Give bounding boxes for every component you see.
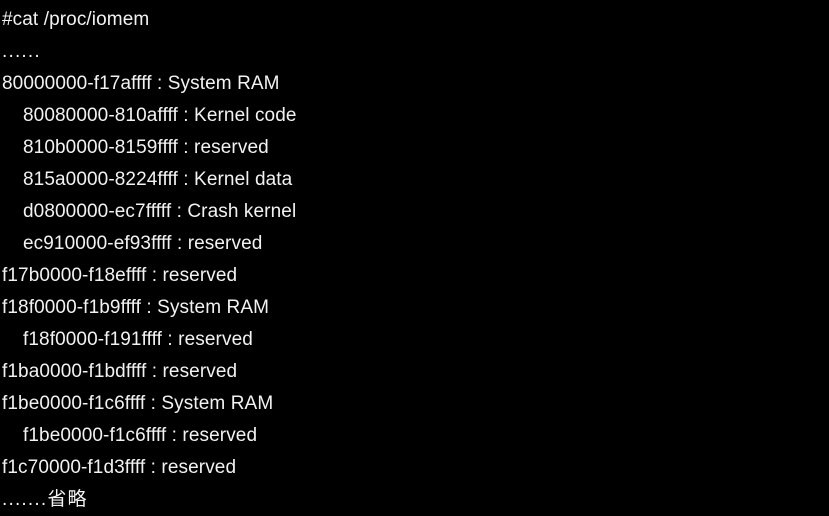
command-line: #cat /proc/iomem — [2, 9, 150, 30]
iomem-entry-line: f1be0000-f1c6ffff : reserved — [23, 425, 258, 446]
iomem-entry-line: f18f0000-f1b9ffff : System RAM — [2, 297, 270, 318]
ellipsis-line: ...... — [2, 41, 41, 62]
iomem-entry-line: f18f0000-f191ffff : reserved — [23, 329, 253, 350]
iomem-entry-line: ec910000-ef93ffff : reserved — [23, 233, 263, 254]
iomem-entry-line: 80000000-f17affff : System RAM — [2, 73, 280, 94]
iomem-entry-line: 80080000-810affff : Kernel code — [23, 105, 297, 126]
ellipsis-line: .......省略 — [2, 489, 88, 510]
iomem-entry-line: 815a0000-8224ffff : Kernel data — [23, 169, 293, 190]
iomem-entry-line: 810b0000-8159ffff : reserved — [23, 137, 269, 158]
iomem-entry-line: f1ba0000-f1bdffff : reserved — [2, 361, 238, 382]
iomem-entry-line: f1c70000-f1d3ffff : reserved — [2, 457, 237, 478]
iomem-entry-line: f1be0000-f1c6ffff : System RAM — [2, 393, 274, 414]
iomem-entry-line: d0800000-ec7fffff : Crash kernel — [23, 201, 297, 222]
iomem-entry-line: f17b0000-f18effff : reserved — [2, 265, 238, 286]
